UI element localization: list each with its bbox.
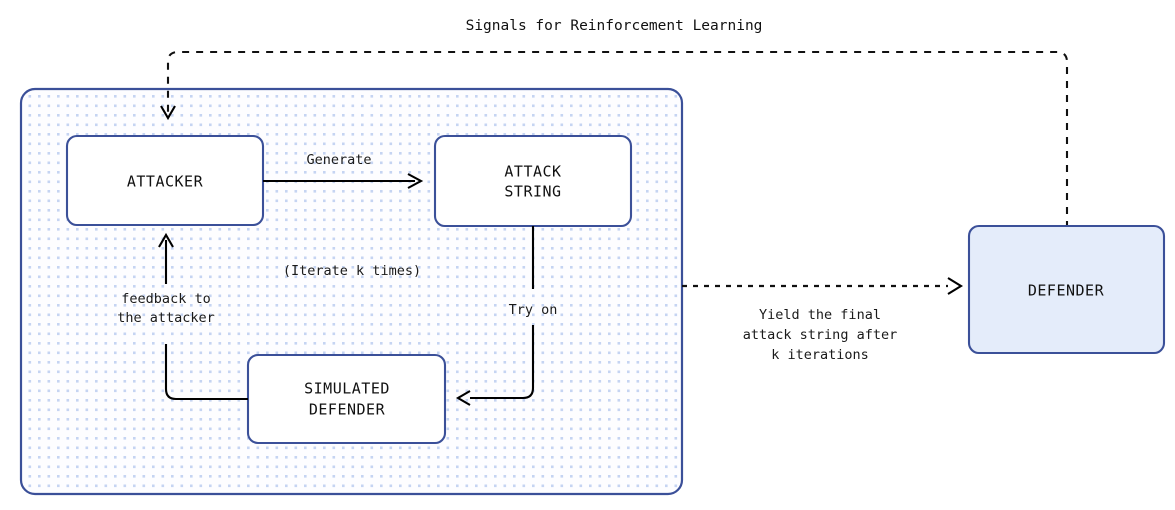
node-simulated-defender-label-line2: DEFENDER	[309, 401, 386, 419]
node-attack-string-label-line1: ATTACK	[504, 163, 561, 181]
edge-yield-label-line3: k iterations	[771, 347, 869, 363]
edge-try-on-label: Try on	[509, 302, 558, 318]
node-simulated-defender-label-line1: SIMULATED	[304, 380, 390, 398]
edge-feedback-line-lower	[164, 344, 248, 401]
edge-try-on-arrowhead-icon	[455, 390, 471, 406]
edge-generate-label: Generate	[306, 152, 371, 168]
annotation-iterate-k-times: (Iterate k times)	[283, 263, 421, 279]
edge-feedback-label-line2: the attacker	[117, 310, 215, 326]
node-attacker-label: ATTACKER	[127, 173, 204, 191]
rl-signal-arrowhead-icon	[160, 105, 176, 121]
node-defender[interactable]	[967, 224, 1166, 355]
node-defender-label: DEFENDER	[1028, 282, 1105, 300]
edge-yield-label-line1: Yield the final	[759, 307, 881, 323]
edge-feedback-arrowhead-icon	[158, 232, 174, 248]
node-simulated-defender[interactable]	[246, 353, 447, 445]
diagram-title: Signals for Reinforcement Learning	[466, 18, 763, 34]
node-attack-string[interactable]	[433, 134, 633, 228]
node-attack-string-label-line2: STRING	[504, 183, 561, 201]
edge-yield-label-line2: attack string after	[743, 327, 897, 343]
edge-generate-arrowhead-icon	[407, 173, 424, 189]
rl-signal-dashed-path	[166, 50, 1069, 228]
edge-yield-arrowhead-icon	[947, 277, 964, 295]
edge-try-on-line-lower	[470, 325, 535, 400]
edge-feedback-label-line1: feedback to	[121, 291, 210, 307]
